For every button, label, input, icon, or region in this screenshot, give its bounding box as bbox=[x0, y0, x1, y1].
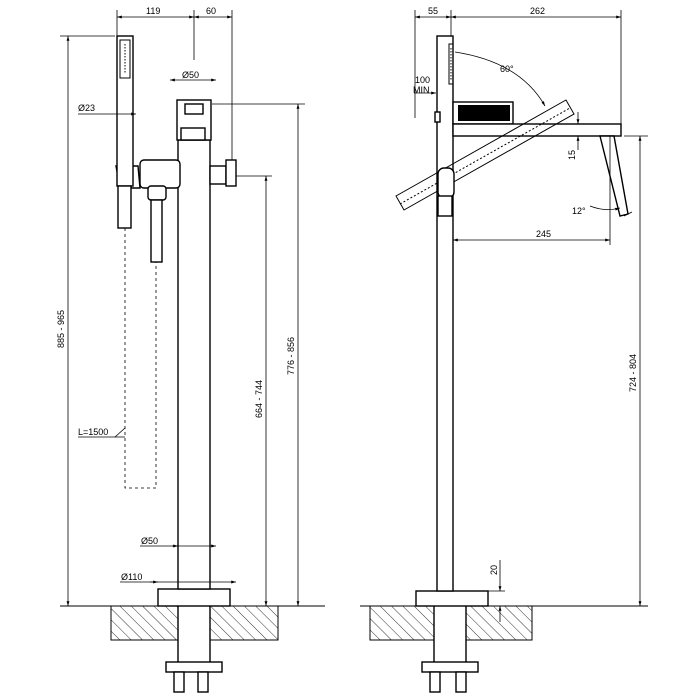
dim-label-55: 55 bbox=[428, 6, 438, 16]
dim-overall-height: 885 - 965 bbox=[56, 35, 115, 606]
spout-rotated-outline bbox=[395, 99, 575, 211]
column-left bbox=[177, 139, 211, 590]
dim-label-15: 15 bbox=[567, 150, 577, 160]
dim-outlet-height: 724 - 804 bbox=[624, 135, 648, 606]
dim-label-245: 245 bbox=[536, 229, 551, 239]
dim-label-262: 262 bbox=[530, 6, 545, 16]
dim-base-plate: 20 bbox=[488, 560, 505, 622]
floor-slab-right bbox=[360, 605, 648, 641]
front-view: 119 60 Ø50 Ø23 885 - 965 776 - 856 bbox=[56, 6, 325, 693]
dim-label-20: 20 bbox=[489, 565, 499, 575]
dim-label-100: 100 bbox=[415, 75, 430, 85]
base-cover-left bbox=[157, 588, 231, 607]
dim-label-hose: L=1500 bbox=[78, 427, 108, 437]
dim-angle-12: 12° bbox=[572, 205, 621, 216]
mixer-body-left bbox=[176, 99, 212, 141]
handshower-left bbox=[116, 35, 134, 229]
underground-body-right bbox=[421, 595, 479, 693]
dim-base-diameter: Ø110 bbox=[120, 572, 236, 584]
dim-angle-60: 60° bbox=[454, 51, 546, 107]
dim-diameter-top: Ø50 bbox=[170, 70, 216, 82]
dim-handshower-diameter: Ø23 bbox=[78, 103, 136, 116]
dim-label-119: 119 bbox=[146, 6, 160, 16]
mixer-body-right bbox=[452, 101, 514, 125]
dim-label-min: MIN bbox=[413, 85, 430, 95]
dim-label-60: 60 bbox=[206, 6, 216, 16]
dim-label-12deg: 12° bbox=[572, 206, 586, 216]
dim-label-outlet-height: 724 - 804 bbox=[628, 354, 638, 392]
dim-label-d110: Ø110 bbox=[121, 572, 142, 582]
dim-label-spout-height: 776 - 856 bbox=[286, 337, 296, 375]
spout-outlet bbox=[599, 135, 629, 217]
dim-clearance: 100 MIN bbox=[413, 75, 436, 95]
floor-slab-left bbox=[60, 605, 325, 641]
dim-spout-thickness: 15 bbox=[567, 112, 580, 160]
side-view: 20 bbox=[360, 6, 648, 693]
hose-dashed-left bbox=[124, 228, 157, 489]
dim-diameter-bottom: Ø50 bbox=[140, 536, 216, 548]
handshower-holder-right bbox=[434, 111, 455, 217]
spout-right bbox=[452, 123, 622, 137]
diverter-knob-left bbox=[209, 159, 237, 187]
dim-holder-height: 664 - 744 bbox=[236, 175, 272, 606]
dim-top-right: 55 262 bbox=[414, 6, 622, 124]
dim-label-overall-height: 885 - 965 bbox=[56, 310, 66, 348]
dim-spout-height: 776 - 856 bbox=[212, 103, 305, 606]
handshower-right bbox=[448, 43, 454, 85]
dim-label-60deg: 60° bbox=[500, 64, 514, 74]
dim-label-holder-height: 664 - 744 bbox=[254, 380, 264, 418]
dim-reach-245: 245 bbox=[453, 136, 611, 245]
dim-hose-length: L=1500 bbox=[78, 427, 126, 438]
dim-label-d50-bottom: Ø50 bbox=[141, 536, 158, 546]
base-cover-right bbox=[415, 590, 489, 607]
dim-label-d50-top: Ø50 bbox=[182, 70, 199, 80]
dim-top-left: 119 60 bbox=[116, 6, 233, 160]
dim-label-d23: Ø23 bbox=[78, 103, 95, 113]
